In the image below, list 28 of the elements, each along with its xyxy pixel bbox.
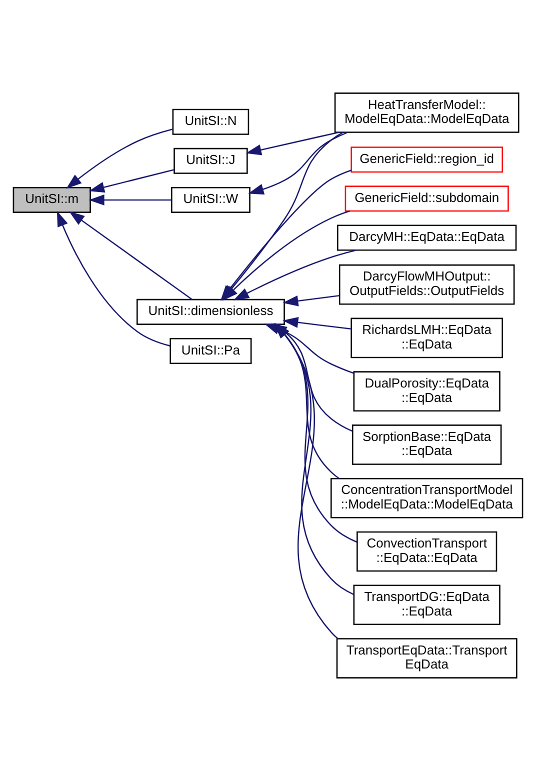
arrow xyxy=(246,132,339,156)
node-box: UnitSI::Pa xyxy=(170,338,252,364)
arrow xyxy=(282,317,351,330)
node-box: UnitSI::N xyxy=(172,108,250,135)
node-box: SorptionBase::EqData ::EqData xyxy=(352,424,502,465)
node-box: RichardsLMH::EqData ::EqData xyxy=(350,318,503,358)
arrow xyxy=(88,194,172,206)
arrow xyxy=(233,249,357,300)
node-box: UnitSI::m xyxy=(12,186,91,213)
node-box: UnitSI::dimensionless xyxy=(136,298,285,325)
arrow xyxy=(56,210,170,347)
arrow xyxy=(66,128,174,189)
node-box: GenericField::subdomain xyxy=(344,186,509,212)
node-box: UnitSI::J xyxy=(174,148,248,174)
node-box: GenericField::region_id xyxy=(350,146,503,173)
arrow xyxy=(88,169,174,193)
node-box: TransportEqData::Transport EqData xyxy=(336,638,518,678)
node-box: ConvectionTransport ::EqData::EqData xyxy=(356,531,498,572)
arrow xyxy=(282,295,340,306)
node-box: DualPorosity::EqData ::EqData xyxy=(353,371,500,412)
node-box: DarcyFlowMHOutput:: OutputFields::OutputFields xyxy=(338,264,515,305)
arrow xyxy=(248,132,348,195)
arrow xyxy=(68,211,192,300)
node-box: UnitSI::W xyxy=(171,186,250,213)
node-box: DarcyMH::EqData::EqData xyxy=(337,224,517,251)
node-box: ConcentrationTransportModel ::ModelEqData::ModelEqData xyxy=(330,478,524,518)
node-box: TransportDG::EqData ::EqData xyxy=(353,584,500,626)
node-box: HeatTransferModel:: ModelEqData::ModelEqData xyxy=(334,92,520,133)
